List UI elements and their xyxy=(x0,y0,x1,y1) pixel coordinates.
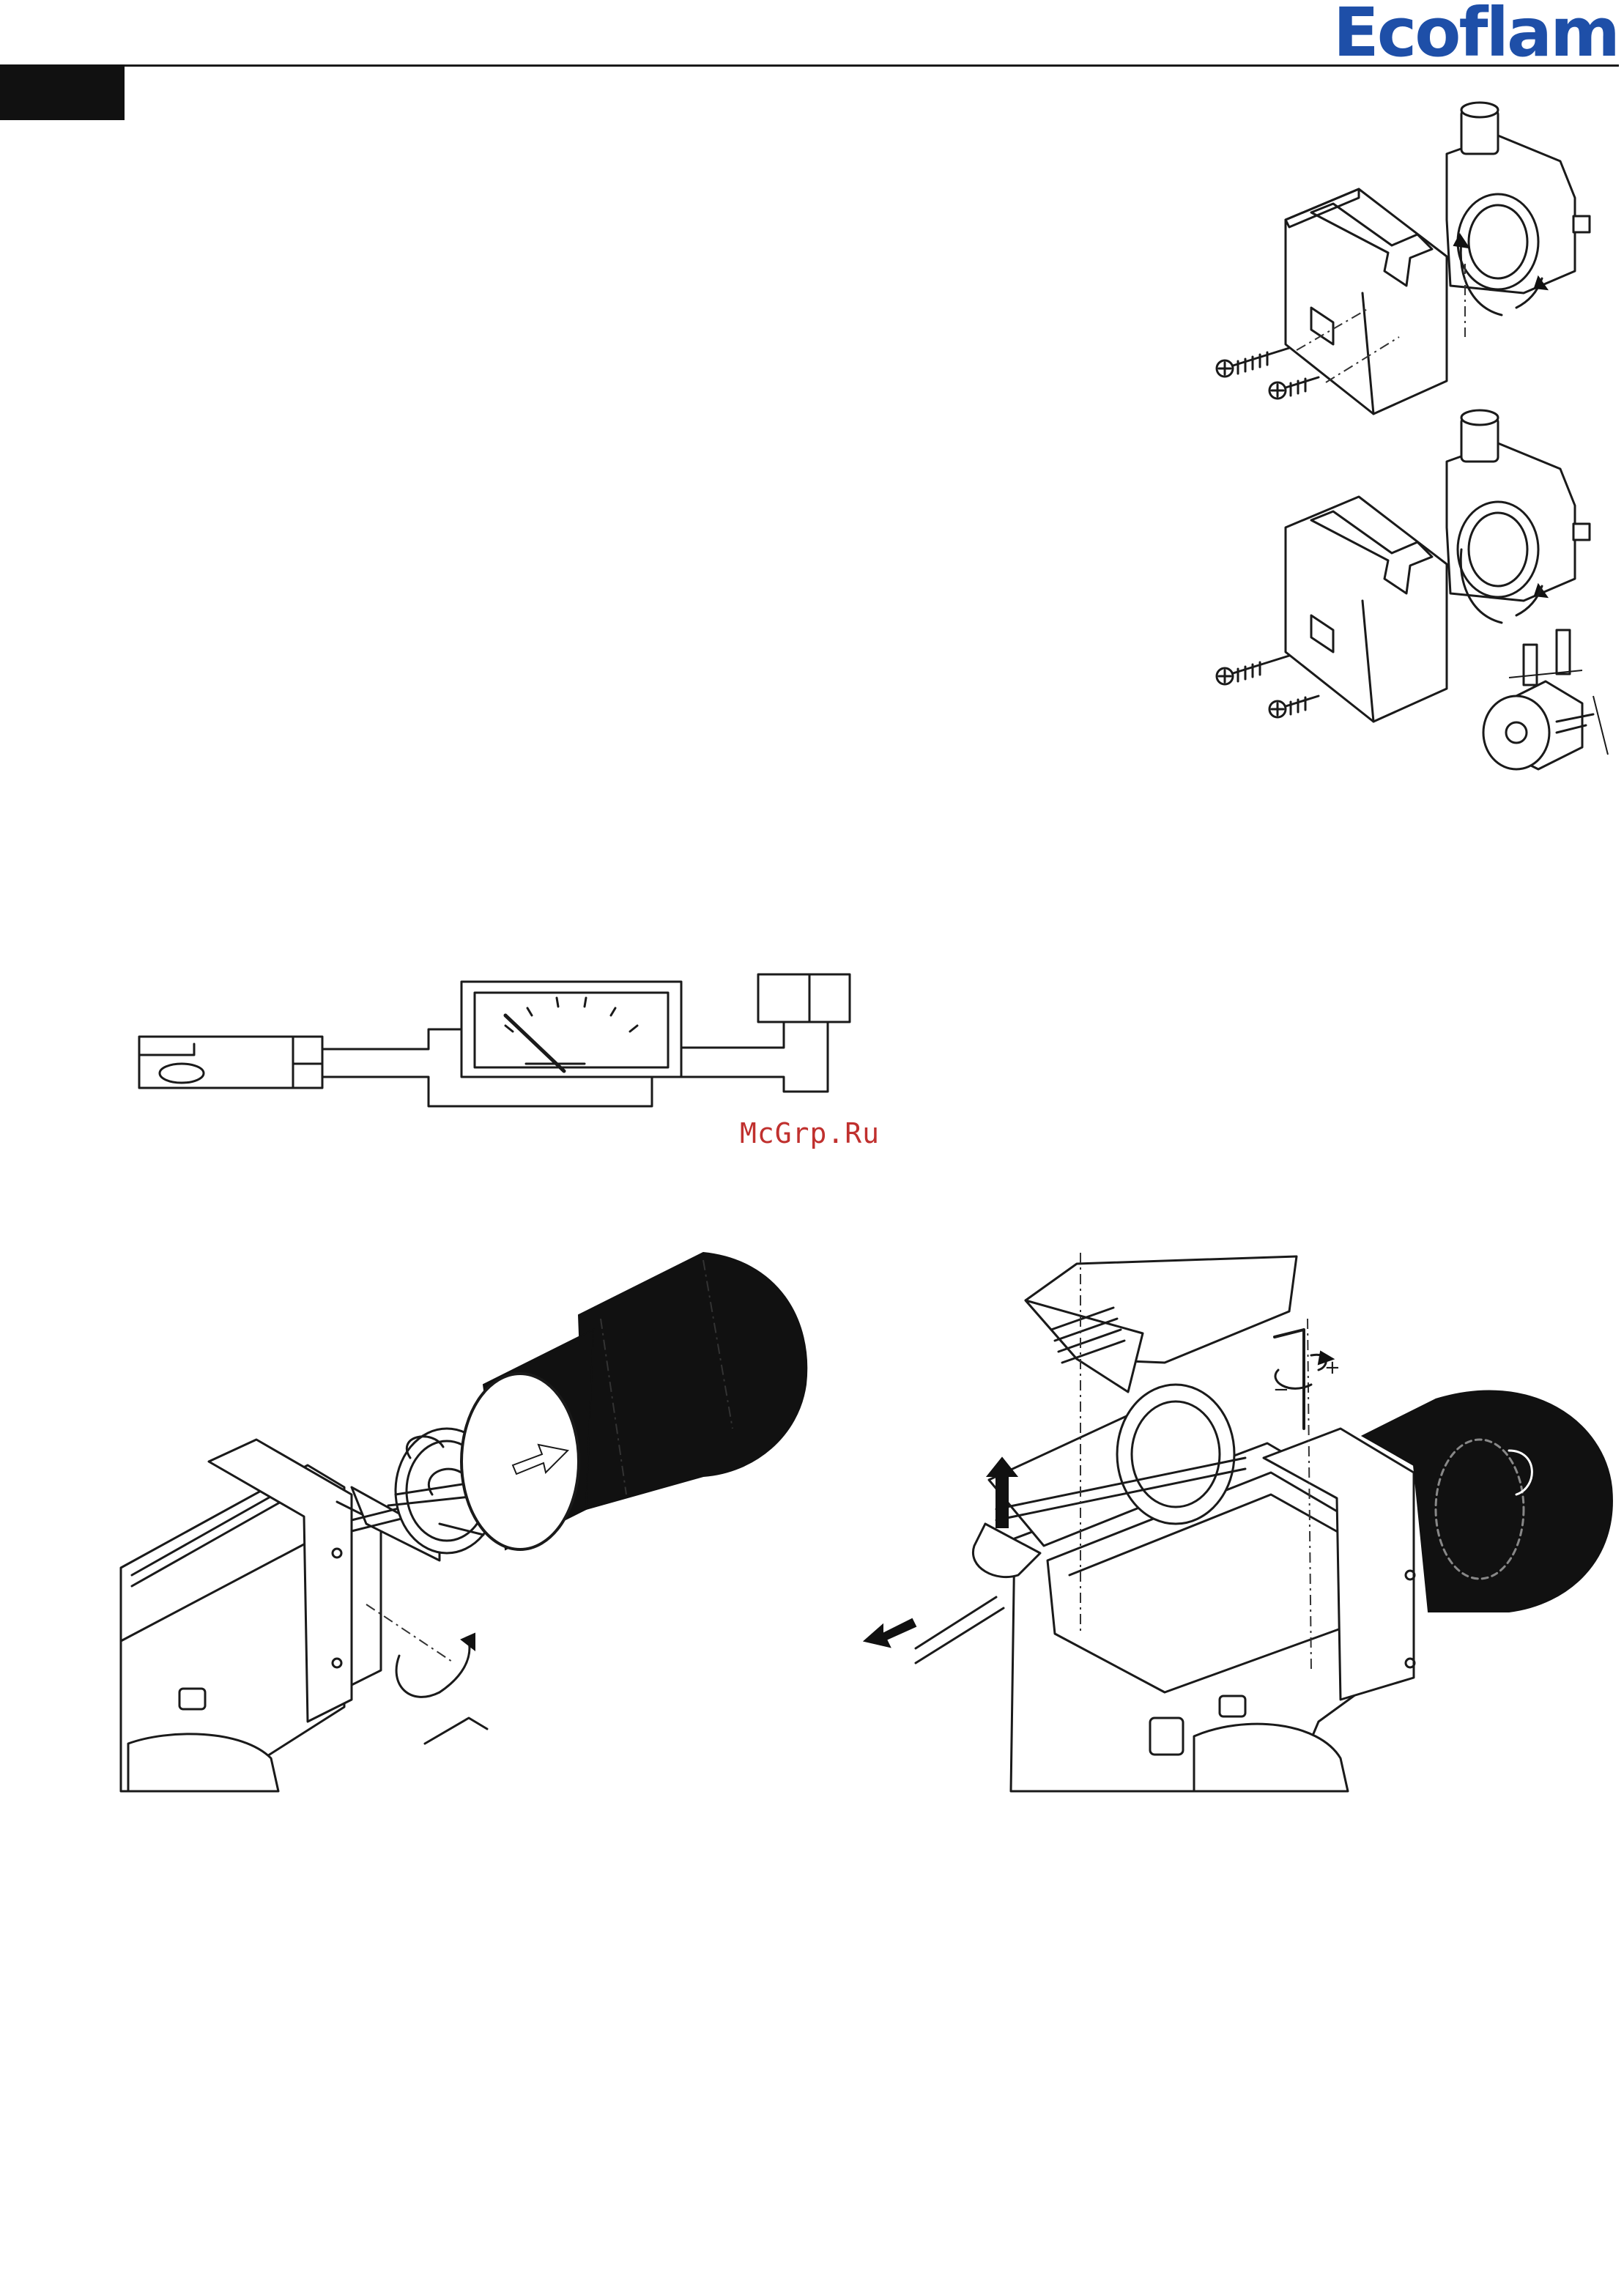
pull-arrow-icon xyxy=(864,1619,916,1647)
cover-lid-icon xyxy=(1026,1256,1297,1392)
plus-label: + xyxy=(1324,1357,1341,1379)
minus-label: − xyxy=(1273,1379,1289,1401)
